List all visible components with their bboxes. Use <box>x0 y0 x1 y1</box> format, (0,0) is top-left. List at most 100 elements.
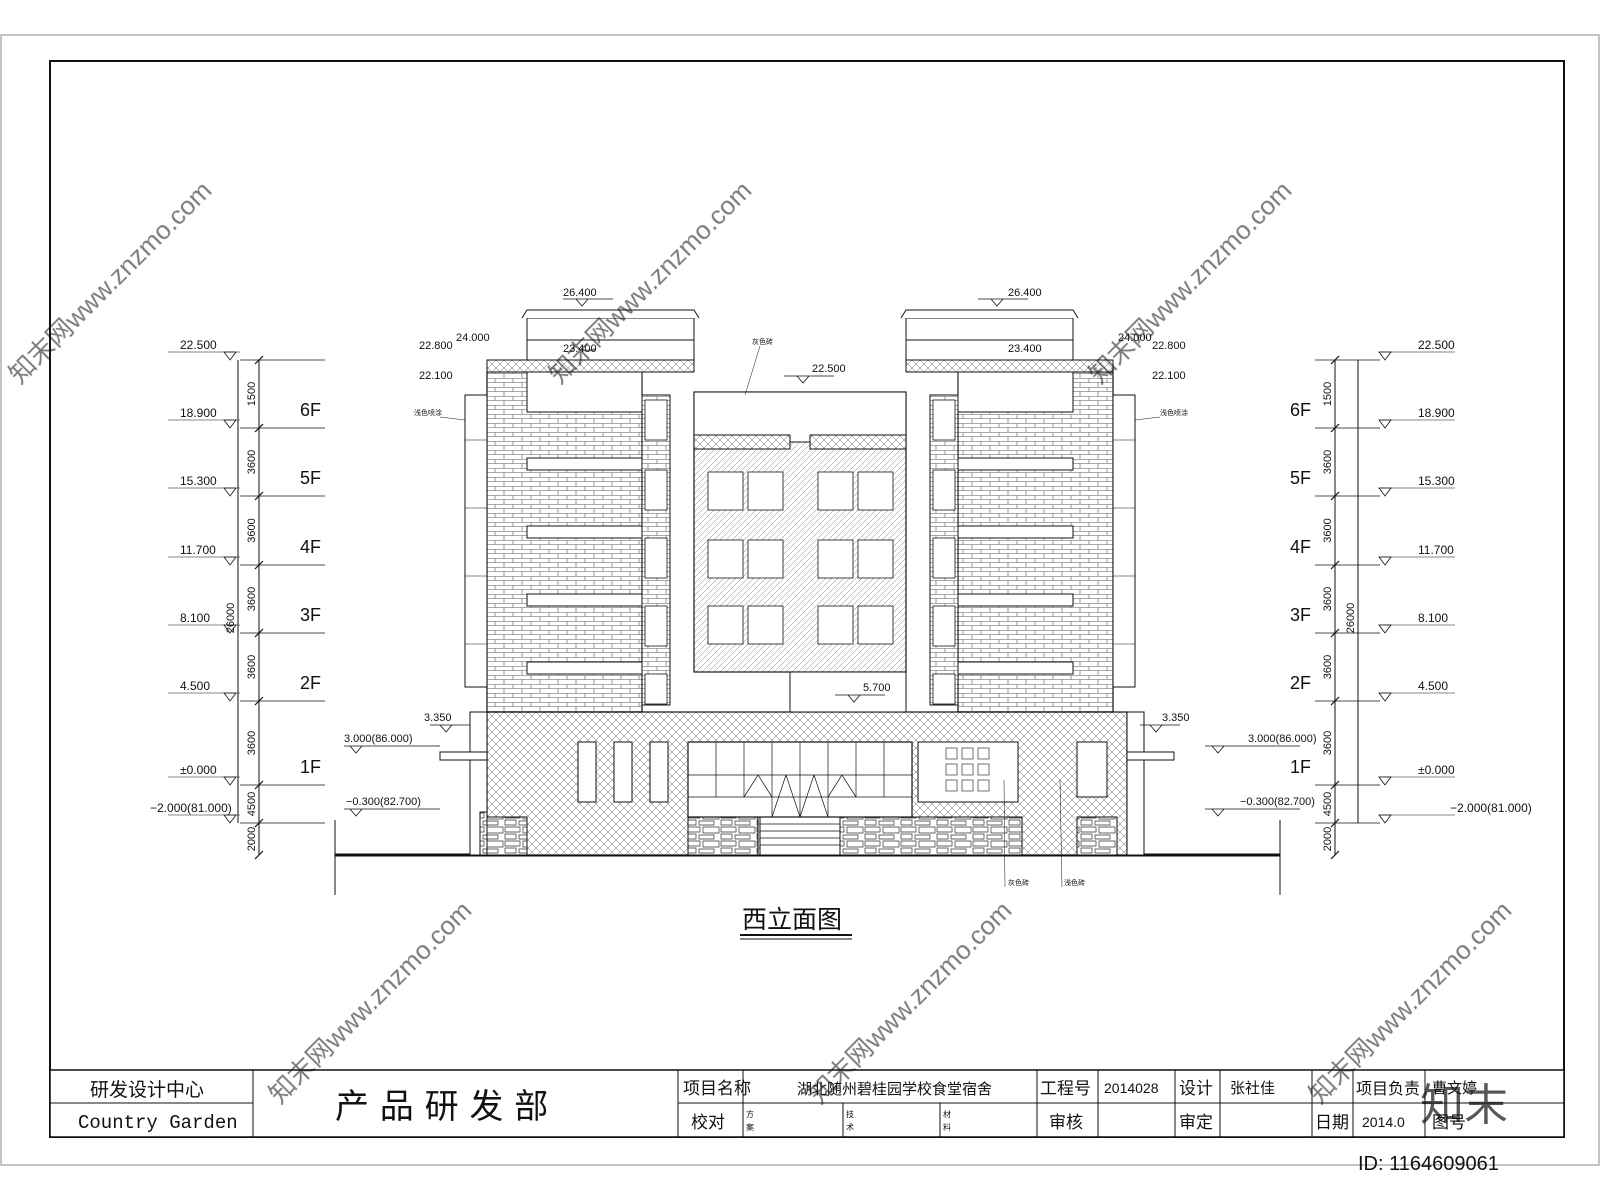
date-value: 2014.0 <box>1362 1114 1405 1130</box>
elev-cornice-left: 22.100 <box>419 370 453 382</box>
elevation-marks: 26.400 26.400 24.000 24.000 22.800 22.80… <box>344 287 1317 817</box>
floor-height-dim: 2000 <box>246 827 258 851</box>
elev-ground-left: −0.300(82.700) <box>346 796 421 808</box>
floor-label: 1F <box>1290 757 1311 777</box>
material-label-2: 料 <box>943 1122 951 1132</box>
project-lead-label: 项目负责 <box>1356 1079 1420 1098</box>
level-label: 8.100 <box>180 611 210 625</box>
curtain-wall <box>687 741 913 818</box>
elev-parapet-left: 24.000 <box>456 332 490 344</box>
level-label: ±0.000 <box>180 763 217 777</box>
floor-label: 3F <box>300 605 321 625</box>
floor-height-dim: 3600 <box>1322 450 1334 474</box>
total-height-dim: 26000 <box>225 603 237 634</box>
scheme-label-2: 案 <box>746 1122 754 1132</box>
department-name: 产 品 研 发 部 <box>335 1087 548 1127</box>
elev-terrace-left: 3.000(86.000) <box>344 733 413 745</box>
floor-label: 6F <box>300 400 321 420</box>
sheet-number-label: 图号 <box>1432 1113 1466 1133</box>
approve-label: 审定 <box>1179 1113 1213 1133</box>
level-label: −2.000(81.000) <box>150 801 232 815</box>
elev-terrace-right: 3.000(86.000) <box>1248 733 1317 745</box>
floor-height-dim: 3600 <box>246 731 258 755</box>
elev-roof-left: 23.400 <box>563 343 597 355</box>
floor-height-dim: 3600 <box>246 450 258 474</box>
floor-height-dim: 3600 <box>1322 731 1334 755</box>
level-label: 15.300 <box>1418 474 1455 488</box>
floor-height-dim: 3600 <box>246 587 258 611</box>
floor-label: 1F <box>300 757 321 777</box>
floor-label: 6F <box>1290 400 1311 420</box>
floor-label: 4F <box>1290 537 1311 557</box>
elev-parapet-right: 24.000 <box>1118 332 1152 344</box>
level-label: 22.500 <box>1418 338 1455 352</box>
level-label: 15.300 <box>180 474 217 488</box>
elev-roof-top-right: 26.400 <box>1008 287 1042 299</box>
entrance-steps <box>759 816 841 856</box>
elev-side-right: 3.350 <box>1162 712 1190 724</box>
title-block: 研发设计中心 Country Garden 产 品 研 发 部 项目名称 湖北随… <box>49 1069 1565 1138</box>
design-label: 设计 <box>1179 1079 1213 1099</box>
floor-height-dim: 2000 <box>1322 827 1334 851</box>
floor-label: 3F <box>1290 605 1311 625</box>
left-tower <box>464 309 700 713</box>
project-name-label: 项目名称 <box>683 1079 751 1099</box>
scheme-label-1: 方 <box>746 1109 754 1119</box>
watermark-text: 知末网www.znzmo.com <box>1083 175 1297 389</box>
note-bottom-1: 灰色砖 <box>1008 878 1029 887</box>
watermark-logo: 知末 <box>1420 1080 1508 1131</box>
note-left-side: 浅色喷涂 <box>414 408 442 417</box>
date-label: 日期 <box>1315 1113 1349 1133</box>
material-label-1: 材 <box>943 1109 951 1119</box>
floor-height-dim: 3600 <box>1322 655 1334 679</box>
floor-height-dim: 3600 <box>246 655 258 679</box>
org-name-cn: 研发设计中心 <box>90 1079 204 1101</box>
elev-center-roof: 22.500 <box>812 363 846 375</box>
job-number-label: 工程号 <box>1040 1079 1091 1099</box>
level-label: ±0.000 <box>1418 763 1455 777</box>
left-level-scale: 22.50018.90015.30011.7008.1004.500±0.000… <box>150 338 325 860</box>
floor-height-dim: 3600 <box>1322 587 1334 611</box>
level-label: 22.500 <box>180 338 217 352</box>
right-level-scale: 22.50018.90015.30011.7008.1004.500±0.000… <box>1290 338 1532 860</box>
floor-label: 5F <box>1290 468 1311 488</box>
elev-ground-right: −0.300(82.700) <box>1240 796 1315 808</box>
sheet-outer-border <box>0 34 1600 1166</box>
floor-label: 4F <box>300 537 321 557</box>
elev-canopy: 5.700 <box>863 682 891 694</box>
org-name-en: Country Garden <box>78 1112 238 1134</box>
level-label: 18.900 <box>180 406 217 420</box>
elev-side-left: 3.350 <box>424 712 452 724</box>
note-right-side: 浅色喷涂 <box>1160 408 1188 417</box>
drawing-title: 西立面图 <box>742 905 842 934</box>
check-label: 校对 <box>691 1113 725 1133</box>
right-tower <box>900 309 1136 713</box>
elev-eave-left: 22.800 <box>419 340 453 352</box>
note-bottom-2: 浅色砖 <box>1064 878 1085 887</box>
level-label: 8.100 <box>1418 611 1448 625</box>
floor-label: 2F <box>300 673 321 693</box>
floor-label: 2F <box>1290 673 1311 693</box>
image-id: ID: 1164609061 <box>1358 1153 1499 1175</box>
project-lead-name: 曹文婷 <box>1432 1079 1477 1097</box>
floor-height-dim: 3600 <box>246 518 258 542</box>
elev-cornice-right: 22.100 <box>1152 370 1186 382</box>
job-number: 2014028 <box>1104 1080 1159 1096</box>
project-name: 湖北随州碧桂园学校食堂宿舍 <box>797 1080 992 1098</box>
center-block <box>693 391 907 713</box>
watermark-text: 知末网www.znzmo.com <box>3 175 217 389</box>
building-elevation <box>334 309 1281 895</box>
level-label: 11.700 <box>180 543 216 557</box>
designer-name: 张社佳 <box>1230 1079 1275 1097</box>
elev-roof-right: 23.400 <box>1008 343 1042 355</box>
floor-height-dim: 3600 <box>1322 518 1334 542</box>
review-label: 审核 <box>1049 1113 1083 1133</box>
level-label: 4.500 <box>1418 679 1448 693</box>
floor-height-dim: 4500 <box>1322 792 1334 816</box>
tech-label-2: 术 <box>846 1122 854 1132</box>
elev-eave-right: 22.800 <box>1152 340 1186 352</box>
floor-label: 5F <box>300 468 321 488</box>
floor-height-dim: 4500 <box>246 792 258 816</box>
level-label: 11.700 <box>1418 543 1454 557</box>
